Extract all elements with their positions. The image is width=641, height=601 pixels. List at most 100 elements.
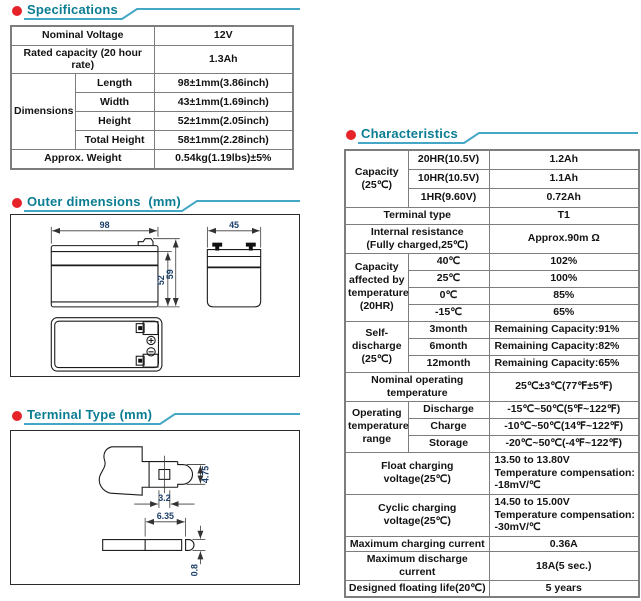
battery-side-view — [206, 242, 262, 308]
capacity-10hr-label: 10HR(10.5V) — [407, 168, 490, 189]
svg-text:59: 59 — [165, 269, 175, 279]
op-temp-charge-value: -10℃~50℃(14℉~122℉) — [488, 417, 640, 436]
capacity-temp-minus15-value: 65% — [488, 303, 640, 322]
table-row: Self-discharge (25℃) 3month Remaining Ca… — [344, 320, 640, 373]
capacity-temp-label: Capacity affected by temperature (20HR) — [344, 252, 409, 322]
battery-top-view — [50, 317, 163, 372]
op-temp-discharge-label: Discharge — [407, 400, 490, 419]
capacity-temp-0-value: 85% — [488, 286, 640, 305]
table-row: Internal resistance (Fully charged,25℃) … — [344, 223, 640, 254]
max-discharge-value: 18A(5 sec.) — [488, 551, 640, 581]
dimension-width-label: Width — [74, 92, 155, 113]
table-row: Capacity affected by temperature (20HR) … — [344, 252, 640, 322]
terminal-type-drawing: 4.75 3.2 6.35 — [10, 430, 300, 585]
float-charge-value: 13.50 to 13.80V Temperature compensation… — [488, 451, 640, 495]
max-charge-label: Maximum charging current — [344, 535, 490, 553]
svg-text:6.35: 6.35 — [157, 511, 174, 521]
max-discharge-label: Maximum discharge current — [344, 551, 490, 581]
capacity-temp-25-label: 25℃ — [407, 269, 490, 288]
table-row: Maximum discharge current 18A(5 sec.) — [344, 551, 640, 581]
dimension-width-value: 43±1mm(1.69inch) — [153, 92, 294, 113]
negative-terminal-icon — [146, 347, 156, 357]
op-temp-charge-label: Charge — [407, 417, 490, 436]
terminal-icon — [245, 242, 256, 247]
nominal-voltage-value: 12V — [153, 25, 294, 46]
terminal-type-header: Terminal Type (mm) — [10, 407, 300, 427]
max-charge-value: 0.36A — [488, 535, 640, 553]
header-flourish-line — [24, 8, 300, 20]
svg-text:4.75: 4.75 — [200, 466, 210, 483]
table-row: Terminal type T1 — [344, 206, 640, 225]
svg-text:0.8: 0.8 — [189, 564, 199, 576]
terminal-side-view — [102, 539, 195, 551]
outer-dimensions-section: Outer dimensions (mm) — [10, 194, 300, 382]
capacity-temp-40-label: 40℃ — [407, 252, 490, 271]
self-discharge-6m-label: 6month — [407, 337, 490, 356]
nominal-voltage-label: Nominal Voltage — [10, 25, 155, 46]
dim-tab-height: 4.75 — [186, 464, 210, 485]
table-row: Charge -10℃~50℃(14℉~122℉) — [345, 417, 640, 436]
characteristics-header: Characteristics — [344, 126, 638, 146]
red-bullet-icon — [12, 6, 22, 16]
self-discharge-3m-value: Remaining Capacity:91% — [488, 320, 640, 339]
nominal-temp-value: 25℃±3℃(77℉±5℉) — [488, 371, 640, 402]
table-row: 1HR(9.60V) 0.72Ah — [345, 187, 640, 208]
dim-heights: 52 59 — [153, 238, 180, 308]
self-discharge-12m-value: Remaining Capacity:65% — [488, 354, 640, 373]
capacity-label: Capacity (25℃) — [344, 149, 409, 208]
table-row: -15℃ 65% — [345, 303, 640, 322]
capacity-20hr-value: 1.2Ah — [488, 149, 640, 170]
cyclic-charge-label: Cyclic charging voltage(25℃) — [344, 493, 490, 537]
dim-front-width: 98 — [50, 220, 159, 244]
outer-dimensions-drawing: 98 52 59 — [10, 214, 300, 377]
dim-tab-length: 6.35 — [144, 511, 186, 537]
nominal-temp-label: Nominal operating temperature — [344, 371, 490, 402]
table-row: 10HR(10.5V) 1.1Ah — [345, 168, 640, 189]
table-row: Dimensions Length 98±1mm(3.86inch) — [10, 73, 294, 151]
table-row: Total Height 58±1mm(2.28inch) — [11, 130, 294, 151]
table-row: Operating temperature range Discharge -1… — [344, 400, 640, 453]
svg-text:52: 52 — [156, 275, 166, 285]
self-discharge-label: Self-discharge (25℃) — [344, 320, 409, 373]
weight-label: Approx. Weight — [10, 149, 155, 170]
specifications-table: Nominal Voltage 12V Rated capacity (20 h… — [10, 25, 295, 170]
dimension-length-value: 98±1mm(3.86inch) — [153, 73, 294, 94]
op-temp-discharge-value: -15℃~50℃(5℉~122℉) — [488, 400, 640, 419]
table-row: Width 43±1mm(1.69inch) — [11, 92, 294, 113]
dimension-length-label: Length — [74, 73, 155, 94]
table-row: Float charging voltage(25℃) 13.50 to 13.… — [344, 451, 640, 495]
table-row: Rated capacity (20 hour rate) 1.3Ah — [10, 44, 294, 75]
table-row: Nominal Voltage 12V — [10, 25, 294, 46]
op-temp-storage-label: Storage — [407, 434, 490, 453]
terminal-top-view — [98, 446, 194, 496]
characteristics-table: Capacity (25℃) 20HR(10.5V) 1.2Ah 10HR(10… — [344, 149, 640, 598]
self-discharge-3m-label: 3month — [407, 320, 490, 339]
capacity-temp-minus15-label: -15℃ — [407, 303, 490, 322]
terminal-type-section: Terminal Type (mm) — [10, 407, 300, 590]
table-row: Maximum charging current 0.36A — [344, 535, 640, 553]
op-temp-label: Operating temperature range — [344, 400, 409, 453]
dimension-total-height-label: Total Height — [74, 130, 155, 151]
float-life-label: Designed floating life(20℃) — [344, 579, 490, 598]
dim-tab-thickness: 0.8 — [189, 525, 206, 576]
cyclic-charge-value: 14.50 to 15.00V Temperature compensation… — [488, 493, 640, 537]
terminal-type-label: Terminal type — [344, 206, 490, 225]
svg-text:45: 45 — [229, 220, 239, 230]
table-row: Approx. Weight 0.54kg(1.19lbs)±5% — [10, 149, 294, 170]
header-flourish-line — [24, 200, 300, 212]
dimension-total-height-value: 58±1mm(2.28inch) — [153, 130, 294, 151]
battery-front-view — [50, 238, 159, 308]
specifications-section: Specifications Nominal Voltage 12V Rated… — [10, 2, 300, 170]
capacity-temp-40-value: 102% — [488, 252, 640, 271]
float-charge-label: Float charging voltage(25℃) — [344, 451, 490, 495]
terminal-icon — [212, 242, 223, 247]
table-row: 25℃ 100% — [345, 269, 640, 288]
self-discharge-6m-value: Remaining Capacity:82% — [488, 337, 640, 356]
header-flourish-line — [358, 132, 638, 144]
capacity-1hr-value: 0.72Ah — [488, 187, 640, 208]
table-row: Nominal operating temperature 25℃±3℃(77℉… — [344, 371, 640, 402]
internal-resistance-value: Approx.90m Ω — [488, 223, 640, 254]
table-row: Cyclic charging voltage(25℃) 14.50 to 15… — [344, 493, 640, 537]
capacity-temp-25-value: 100% — [488, 269, 640, 288]
